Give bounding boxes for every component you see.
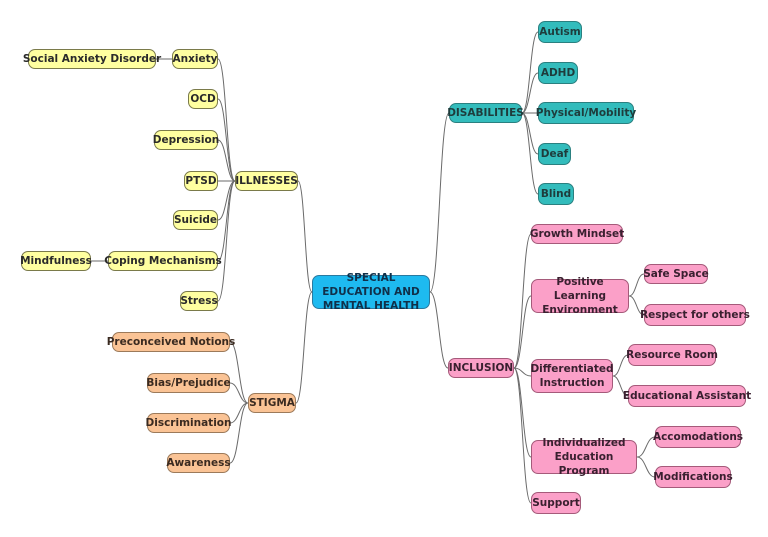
subtopic-support[interactable]: Support [531,492,581,514]
connector-ea [612,375,629,397]
connector-grow [513,233,532,369]
subtopic-modifications[interactable]: Modifications [653,466,733,488]
connector-ocd [217,98,236,182]
connector-di [513,367,532,377]
connector-pre [229,341,249,404]
subtopic-stress[interactable]: Stress [180,291,218,311]
connector-resp [628,295,645,316]
subtopic-mindfulness[interactable]: Mindfulness [20,251,92,271]
connector-cop [217,180,236,262]
subtopic-blind[interactable]: Blind [538,183,574,205]
subtopic-physical-mobility[interactable]: Physical/Mobility [536,102,636,124]
topic-stigma[interactable]: STIGMA [248,393,296,413]
subtopic-accomodations[interactable]: Accomodations [653,426,743,448]
subtopic-suicide[interactable]: Suicide [173,210,218,230]
topic-illnesses[interactable]: ILLNESSES [235,171,298,191]
connector-iep [513,367,532,458]
subtopic-resource-room[interactable]: Resource Room [626,344,718,366]
subtopic-differentiated-instruction[interactable]: Differentiated Instruction [530,359,614,393]
subtopic-social-anxiety-disorder[interactable]: Social Anxiety Disorder [23,49,161,69]
connector-stig [295,291,313,404]
subtopic-anxiety[interactable]: Anxiety [172,49,218,69]
connector-ple [513,295,532,369]
subtopic-ptsd[interactable]: PTSD [184,171,218,191]
connector-ill [297,180,313,293]
subtopic-bias-prejudice[interactable]: Bias/Prejudice [146,373,231,393]
connector-safe [628,273,645,297]
connector-dep [217,139,236,182]
subtopic-positive-learning-environment[interactable]: Positive Learning Environment [531,276,629,316]
connector-bli [521,112,539,195]
subtopic-preconceived-notions[interactable]: Preconceived Notions [107,332,235,352]
subtopic-educational-assistant[interactable]: Educational Assistant [623,385,751,407]
connector-dis [429,112,450,293]
connector-str [217,180,236,302]
subtopic-coping-mechanisms[interactable]: Coping Mechanisms [104,251,222,271]
topic-inclusion[interactable]: INCLUSION [448,358,514,378]
subtopic-deaf[interactable]: Deaf [538,143,571,165]
connector-mod [636,456,656,478]
subtopic-depression[interactable]: Depression [153,130,219,150]
connector-anx [217,58,236,182]
connector-inc [429,291,449,369]
connector-aut [521,31,539,114]
subtopic-safe-space[interactable]: Safe Space [643,264,709,284]
connector-room [612,354,629,377]
connector-adhd [521,72,539,114]
connector-acc [636,436,656,458]
subtopic-ocd[interactable]: OCD [188,89,218,109]
connector-sup [513,367,532,504]
subtopic-adhd[interactable]: ADHD [538,62,578,84]
connector-awa [229,402,249,464]
subtopic-respect-for-others[interactable]: Respect for others [640,304,750,326]
connector-bias [229,382,249,404]
subtopic-individualized-education-program[interactable]: Individualized Education Program [531,437,637,477]
subtopic-growth-mindset[interactable]: Growth Mindset [530,224,624,244]
center-topic[interactable]: SPECIAL EDUCATION AND MENTAL HEALTH [312,272,430,312]
subtopic-discrimination[interactable]: Discrimination [146,413,232,433]
subtopic-awareness[interactable]: Awareness [166,453,231,473]
topic-disabilities[interactable]: DISABILITIES [447,103,524,123]
subtopic-autism[interactable]: Autism [538,21,582,43]
